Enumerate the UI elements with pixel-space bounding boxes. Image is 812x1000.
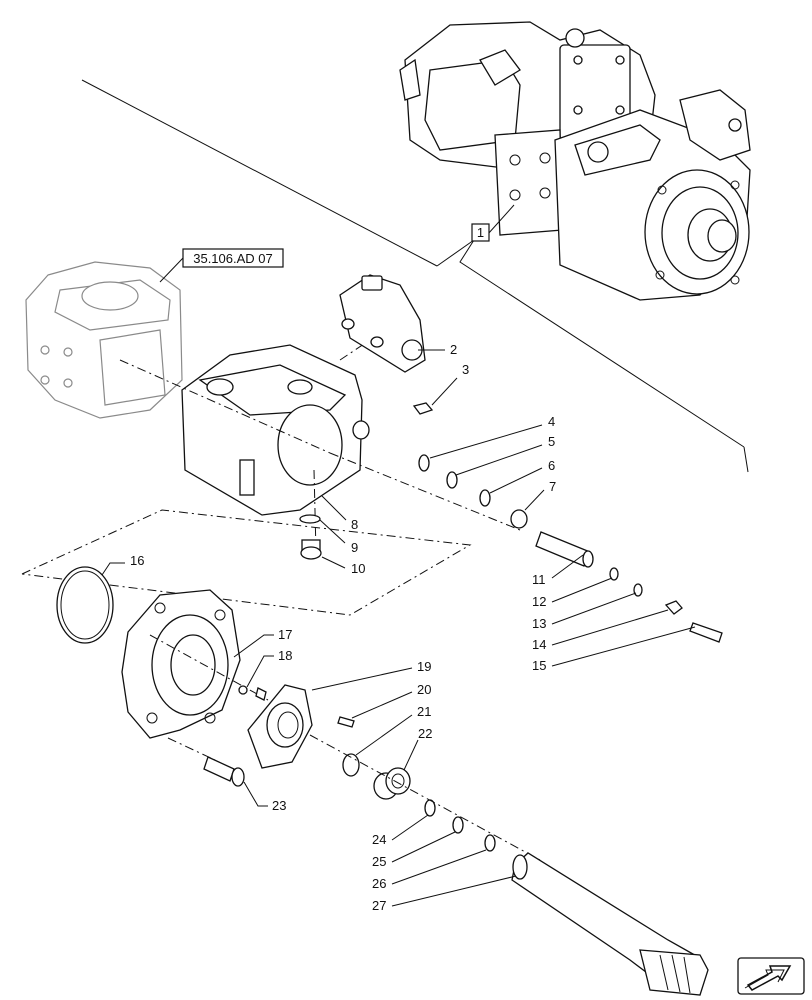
bushing-part [510, 509, 528, 529]
callout-9: 9 [351, 540, 358, 555]
pin-part [238, 685, 248, 695]
axis-line [167, 737, 216, 761]
callout-15: 15 [532, 658, 546, 673]
sub-assembly-frame [21, 509, 472, 616]
callouts: 2 3 4 5 6 7 8 9 10 11 12 13 14 15 16 17 [101, 342, 696, 913]
axis-line [119, 359, 331, 454]
bearing-plate [247, 684, 313, 769]
axis-line [339, 339, 371, 361]
ring-part [633, 583, 643, 597]
axis-line [149, 634, 269, 701]
callout-17: 17 [278, 627, 292, 642]
ring-part [418, 454, 430, 472]
axis-line [329, 452, 521, 531]
bolt-part [203, 756, 235, 782]
callout-21: 21 [417, 704, 431, 719]
callout-10: 10 [351, 561, 365, 576]
callout-5: 5 [548, 434, 555, 449]
callout-2: 2 [450, 342, 457, 357]
callout-3: 3 [462, 362, 469, 377]
callout-24: 24 [372, 832, 386, 847]
ring-part [452, 816, 464, 834]
ring-part [479, 489, 491, 507]
pump-housing [181, 344, 370, 516]
axis-line [313, 469, 317, 553]
nut-part [664, 600, 683, 615]
assembly-marker-label: 1 [477, 225, 484, 240]
callout-6: 6 [548, 458, 555, 473]
callout-25: 25 [372, 854, 386, 869]
callout-13: 13 [532, 616, 546, 631]
assembly-marker-box: 1 [471, 223, 490, 242]
axis-line [309, 734, 541, 861]
next-view-arrow-icon[interactable] [737, 957, 805, 995]
end-flange [121, 589, 241, 739]
plug-pin [412, 402, 434, 415]
valve-block [339, 274, 426, 373]
o-ring [299, 514, 321, 524]
bracket-line-right [459, 239, 745, 448]
leader-line [487, 204, 515, 235]
reference-label-text: 35.106.AD 07 [193, 251, 273, 266]
ring-part [484, 834, 496, 852]
bracket-line-joint [436, 239, 475, 267]
callout-12: 12 [532, 594, 546, 609]
drain-plug [300, 539, 322, 560]
bracket-line-tail [743, 446, 749, 473]
ring-part [609, 567, 619, 581]
ring-part [446, 471, 458, 489]
reference-housing [25, 261, 183, 419]
callout-19: 19 [417, 659, 431, 674]
reference-label-box[interactable]: 35.106.AD 07 [182, 248, 284, 268]
drive-shaft [511, 852, 709, 996]
large-o-ring [56, 566, 114, 644]
callout-20: 20 [417, 682, 431, 697]
callout-7: 7 [549, 479, 556, 494]
bearing-part [373, 767, 411, 800]
set-screw-part [689, 622, 723, 643]
spool-part [535, 531, 591, 567]
callout-26: 26 [372, 876, 386, 891]
callout-23: 23 [272, 798, 286, 813]
callout-4: 4 [548, 414, 555, 429]
callout-22: 22 [418, 726, 432, 741]
screw-part [337, 716, 355, 728]
callout-11: 11 [532, 572, 546, 587]
reference-leader [159, 257, 184, 283]
bracket-line-left [81, 79, 438, 267]
callout-14: 14 [532, 637, 546, 652]
callout-16: 16 [130, 553, 144, 568]
main-pump-assembly [399, 21, 751, 301]
callout-27: 27 [372, 898, 386, 913]
callout-18: 18 [278, 648, 292, 663]
callout-8: 8 [351, 517, 358, 532]
